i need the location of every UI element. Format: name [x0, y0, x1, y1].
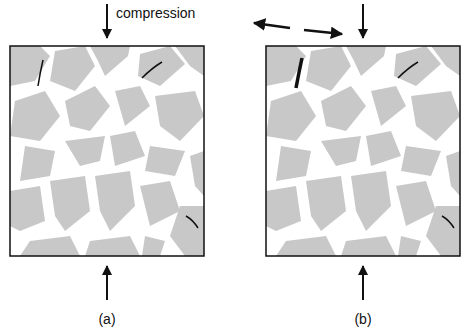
- panel-label: (b): [354, 312, 371, 327]
- panel-label: (a): [98, 312, 115, 327]
- load-label: compression: [116, 6, 195, 21]
